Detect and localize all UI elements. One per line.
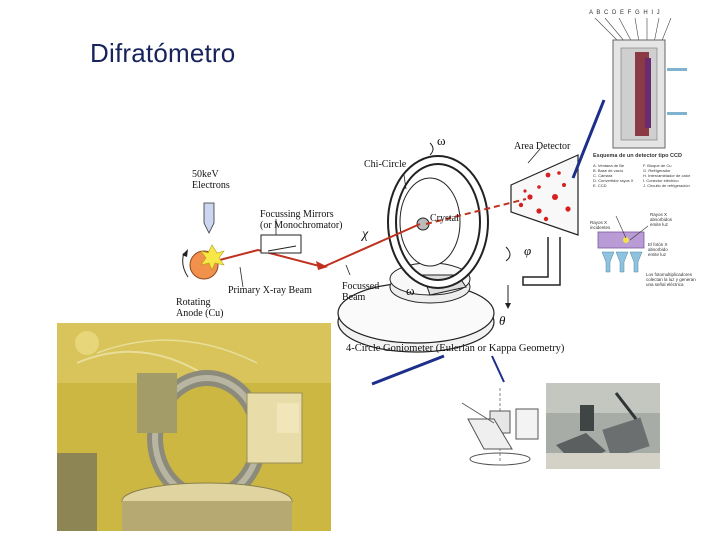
diffractometer-drawing <box>182 142 579 353</box>
focussed-beam-line: Focussed <box>342 281 380 292</box>
ccd-legend-item: J. Circuito de refrigeración <box>643 183 690 188</box>
crystal-label: Crystal <box>430 213 459 224</box>
focussed-beam-label: Focussed Beam <box>342 281 379 303</box>
scint-label-right: Rayos X absorbidos emite luz <box>650 212 672 227</box>
mirrors-label-line: (or Monochromator) <box>260 220 343 231</box>
source-label: 50keV Electrons <box>192 169 230 191</box>
scint-label-line: El fotón X <box>648 242 668 247</box>
scint-label-line: una señal eléctrica <box>646 282 684 287</box>
scint-label-line: emite luz <box>648 252 667 257</box>
ccd-legend-item: B. Base de vacío <box>593 168 624 173</box>
anode-label: Rotating Anode (Cu) <box>176 297 224 319</box>
theta-label: θ <box>499 313 506 328</box>
lab-diffractometer-photo <box>57 323 331 531</box>
scint-label-line: Rayos X <box>590 220 608 225</box>
phi-label: φ <box>524 243 532 258</box>
chi-circle-label: Chi-Circle <box>364 159 407 170</box>
ccd-legend-item: H. Intercambiador de calor <box>643 173 691 178</box>
scint-label-line: absorbido <box>648 247 668 252</box>
ccd-legend-left: A. Ventana de Be B. Base de vacío C. Cám… <box>593 163 633 188</box>
ccd-legend-item: F. Bloque de Cu <box>643 163 672 168</box>
area-detector-label: Area Detector <box>514 141 571 152</box>
scint-label-line: Rayos X <box>650 212 668 217</box>
ccd-heading: Esquema de un detector tipo CCD <box>593 153 682 159</box>
lab-photo-drawing <box>57 323 331 531</box>
anode-label-line: Rotating <box>176 297 211 308</box>
scint-label-line: incidentes <box>590 225 611 230</box>
ccd-column-letters: A B C D E F G H I J <box>589 10 661 16</box>
diffractometer-schematic: ω Area Detector Chi-Circle 50keV Electro… <box>168 127 588 370</box>
ccd-legend-item: D. Convertidor rayos X <box>593 178 634 183</box>
instrument-photo-drawing <box>546 383 660 469</box>
anode-label-line: Anode (Cu) <box>176 308 224 319</box>
ccd-legend-item: G. Refrigerador <box>643 168 671 173</box>
ccd-legend-right: F. Bloque de Cu G. Refrigerador H. Inter… <box>643 163 690 188</box>
scint-label-left: Rayos X incidentes <box>590 220 610 230</box>
scint-label-line: absorbidos <box>650 217 673 222</box>
scint-schematic <box>597 215 649 273</box>
scint-note: Los fotomultiplicadores colectan la luz … <box>646 272 696 287</box>
source-label-line: Electrons <box>192 180 230 191</box>
omega-top-label: ω <box>437 133 446 148</box>
line-drawing <box>461 388 539 466</box>
scint-label-line: emite luz <box>650 222 669 227</box>
mirrors-label-line: Focussing Mirrors <box>260 209 334 220</box>
primary-beam-label: Primary X-ray Beam <box>228 285 312 296</box>
mirrors-label: Focussing Mirrors (or Monochromator) <box>260 209 342 231</box>
focussed-beam-line: Beam <box>342 292 366 303</box>
scint-phosphor-label: El fotón X absorbido emite luz <box>648 242 668 257</box>
slide-title: Difratómetro <box>90 38 236 68</box>
goniometer-line-drawing <box>454 383 546 469</box>
scintillation-detector-figure: Rayos X incidentes Rayos X absorbidos em… <box>588 196 696 294</box>
chi-label: χ <box>362 227 369 242</box>
ccd-legend-item: A. Ventana de Be <box>593 163 625 168</box>
ccd-cross-section <box>594 18 687 149</box>
instrument-photo <box>546 383 660 469</box>
goniometer-caption: 4-Circle Goniometer (Eulerian or Kappa G… <box>346 343 565 354</box>
omega-base-label: ω <box>406 283 415 298</box>
ccd-legend-item: I. Conector eléctrico <box>643 178 679 183</box>
scint-label-line: Los fotomultiplicadores <box>646 272 693 277</box>
scint-label-line: colectan la luz y generan <box>646 277 696 282</box>
source-label-line: 50keV <box>192 169 219 180</box>
ccd-legend-item: E. CCD <box>593 183 607 188</box>
